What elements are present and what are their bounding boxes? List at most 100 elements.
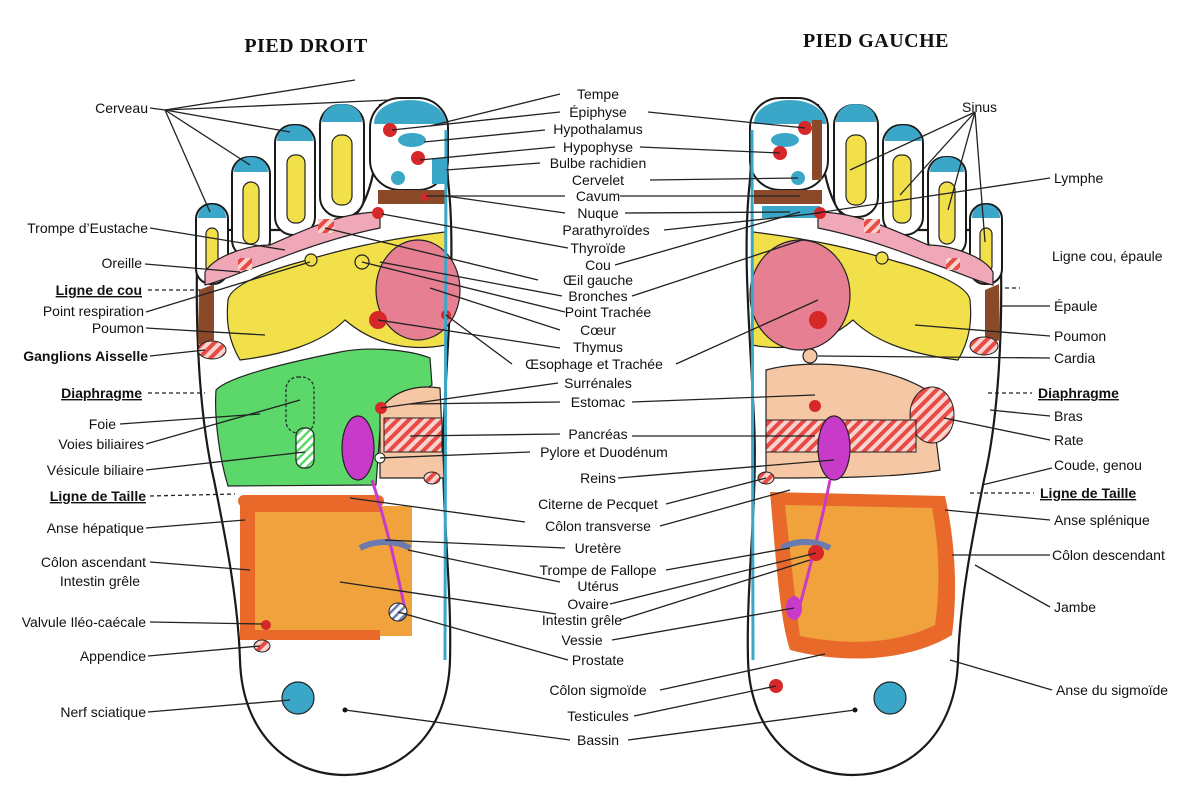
left-sciatic <box>873 681 907 715</box>
right-toe5-tip <box>198 204 226 218</box>
label-anse-sigmoide: Anse du sigmoïde <box>1056 682 1168 698</box>
right-gallbladder <box>295 427 315 469</box>
right-armpit-ganglia <box>197 340 227 360</box>
label-thymus: Thymus <box>573 339 623 355</box>
label-bulbe: Bulbe rachidien <box>550 155 647 171</box>
label-prostate: Prostate <box>572 652 624 668</box>
label-reins: Reins <box>580 470 616 486</box>
right-big-toe-tip <box>374 100 446 124</box>
left-bulbe <box>812 120 822 180</box>
label-nuque: Nuque <box>577 205 618 221</box>
label-uretere: Uretère <box>575 540 622 556</box>
left-cardia <box>802 348 818 364</box>
right-shoulder-strip <box>198 284 214 345</box>
label-vessie: Vessie <box>561 632 602 648</box>
label-surrenales: Surrénales <box>564 375 632 391</box>
right-cavum-dot <box>421 193 429 201</box>
label-ganglions: Ganglions Aisselle <box>23 348 148 364</box>
right-transverse-colon <box>238 495 384 507</box>
label-anse-splenique: Anse splénique <box>1054 512 1150 528</box>
left-fallopian <box>780 539 832 551</box>
left-big-toe-tip <box>754 100 826 124</box>
label-intestin-grele-right: Intestin grêle <box>60 573 140 589</box>
label-oesophage: Œsophage et Trachée <box>525 356 663 372</box>
left-breath-point <box>875 251 889 265</box>
label-cavum: Cavum <box>576 188 620 204</box>
labels-right-side: Cerveau Trompe d’Eustache Oreille Ligne … <box>22 100 148 720</box>
right-cervelet-dot <box>391 171 405 185</box>
left-hypothalamus <box>771 133 799 147</box>
label-colon-sigmoide: Côlon sigmoïde <box>549 682 646 698</box>
left-adrenal-dot <box>809 400 821 412</box>
label-cerveau: Cerveau <box>95 100 148 116</box>
left-heart-zone <box>749 239 851 351</box>
left-ear-hatch <box>946 258 960 270</box>
label-ligne-taille-right: Ligne de Taille <box>50 488 146 504</box>
right-thyroid-zone <box>375 239 461 341</box>
label-ligne-taille-left: Ligne de Taille <box>1040 485 1136 501</box>
left-toe4-tip <box>930 157 964 172</box>
right-toe2-tip <box>322 104 362 122</box>
left-shoulder-strip <box>985 284 1000 345</box>
label-ligne-cou: Ligne de cou <box>56 282 142 298</box>
label-coude-genou: Coude, genou <box>1054 457 1142 473</box>
label-epiphyse: Épiphyse <box>569 104 627 120</box>
right-hypophyse-dot <box>411 151 425 165</box>
right-kidney <box>341 415 375 481</box>
label-estomac: Estomac <box>571 394 625 410</box>
right-foot-title: PIED DROIT <box>244 35 368 57</box>
label-citerne: Citerne de Pecquet <box>538 496 658 512</box>
right-liver <box>215 348 433 487</box>
label-bassin: Bassin <box>577 732 619 748</box>
label-vesicule: Vésicule biliaire <box>47 462 144 478</box>
right-ear-hatch <box>238 258 252 270</box>
label-lymphe: Lymphe <box>1054 170 1104 186</box>
label-colon-descendant: Côlon descendant <box>1052 547 1165 563</box>
left-foot-title: PIED GAUCHE <box>803 30 949 52</box>
label-hypophyse: Hypophyse <box>563 139 633 155</box>
right-epiphyse-dot <box>383 123 397 137</box>
right-eye-hatch <box>318 219 334 233</box>
left-heart-dot <box>809 311 827 329</box>
label-tempe: Tempe <box>577 86 619 102</box>
labels-left-side: Sinus Lymphe Ligne cou, épaule Épaule Po… <box>962 99 1168 698</box>
left-spine-line <box>750 129 755 661</box>
right-pancreas <box>383 417 443 453</box>
label-poumon-right: Poumon <box>92 320 144 336</box>
label-colon-transverse: Côlon transverse <box>545 518 651 534</box>
label-sinus: Sinus <box>962 99 997 115</box>
right-ileocecal-dot <box>261 620 271 630</box>
left-sinus-3 <box>892 154 912 224</box>
label-appendice: Appendice <box>80 648 146 664</box>
label-oreille: Oreille <box>102 255 143 271</box>
left-small-intestine <box>785 505 939 642</box>
label-ovaire: Ovaire <box>567 596 608 612</box>
label-voies-biliaires: Voies biliaires <box>58 436 144 452</box>
left-foot <box>745 97 1003 777</box>
right-bulbe <box>432 158 446 184</box>
label-hypothalamus: Hypothalamus <box>553 121 643 137</box>
left-toe3-tip <box>885 125 921 141</box>
right-nuque <box>378 190 446 204</box>
label-diaphragme-left: Diaphragme <box>1038 385 1119 401</box>
label-oeil-gauche: Œil gauche <box>563 272 633 288</box>
left-eye-hatch <box>864 219 880 233</box>
label-jambe: Jambe <box>1054 599 1096 615</box>
label-epaule: Épaule <box>1054 298 1098 314</box>
label-trompe-eustache: Trompe d’Eustache <box>27 220 148 236</box>
right-small-intestine <box>255 512 380 630</box>
label-point-trachee: Point Trachée <box>565 304 652 320</box>
left-armpit-ganglia <box>969 336 999 356</box>
label-trompe-fallope: Trompe de Fallope <box>540 562 657 578</box>
label-rate: Rate <box>1054 432 1084 448</box>
label-cou: Cou <box>585 257 611 273</box>
left-spleen <box>909 386 955 444</box>
label-uterus: Utérus <box>577 578 618 594</box>
label-bronches: Bronches <box>568 288 627 304</box>
label-parathyroides: Parathyroïdes <box>562 222 649 238</box>
label-cervelet: Cervelet <box>572 172 624 188</box>
leader-lines <box>119 79 1053 741</box>
right-toe3-tip <box>277 125 313 141</box>
right-sciatic <box>281 681 315 715</box>
